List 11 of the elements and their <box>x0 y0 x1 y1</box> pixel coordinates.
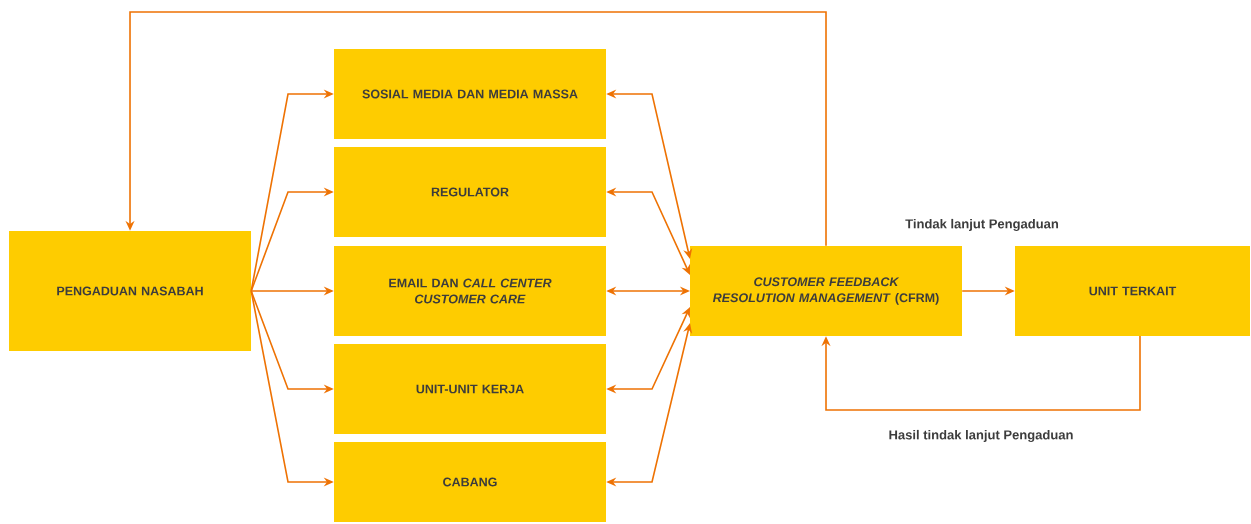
process-box: CUSTOMER FEEDBACK RESOLUTION MANAGEMENT (CFRM) <box>690 246 962 336</box>
process-box: REGULATOR <box>334 147 606 237</box>
process-box: EMAIL DAN CALL CENTER CUSTOMER CARE <box>334 246 606 336</box>
process-box: UNIT-UNIT KERJA <box>334 344 606 434</box>
edge-label: Tindak lanjut Pengaduan <box>904 217 1060 233</box>
process-box: PENGADUAN NASABAH <box>9 231 251 351</box>
process-box: SOSIAL MEDIA DAN MEDIA MASSA <box>334 49 606 139</box>
process-box: CABANG <box>334 442 606 522</box>
arrow <box>821 335 1141 411</box>
process-box: UNIT TERKAIT <box>1015 246 1250 336</box>
edge-label: Hasil tindak lanjut Pengaduan <box>887 428 1075 444</box>
